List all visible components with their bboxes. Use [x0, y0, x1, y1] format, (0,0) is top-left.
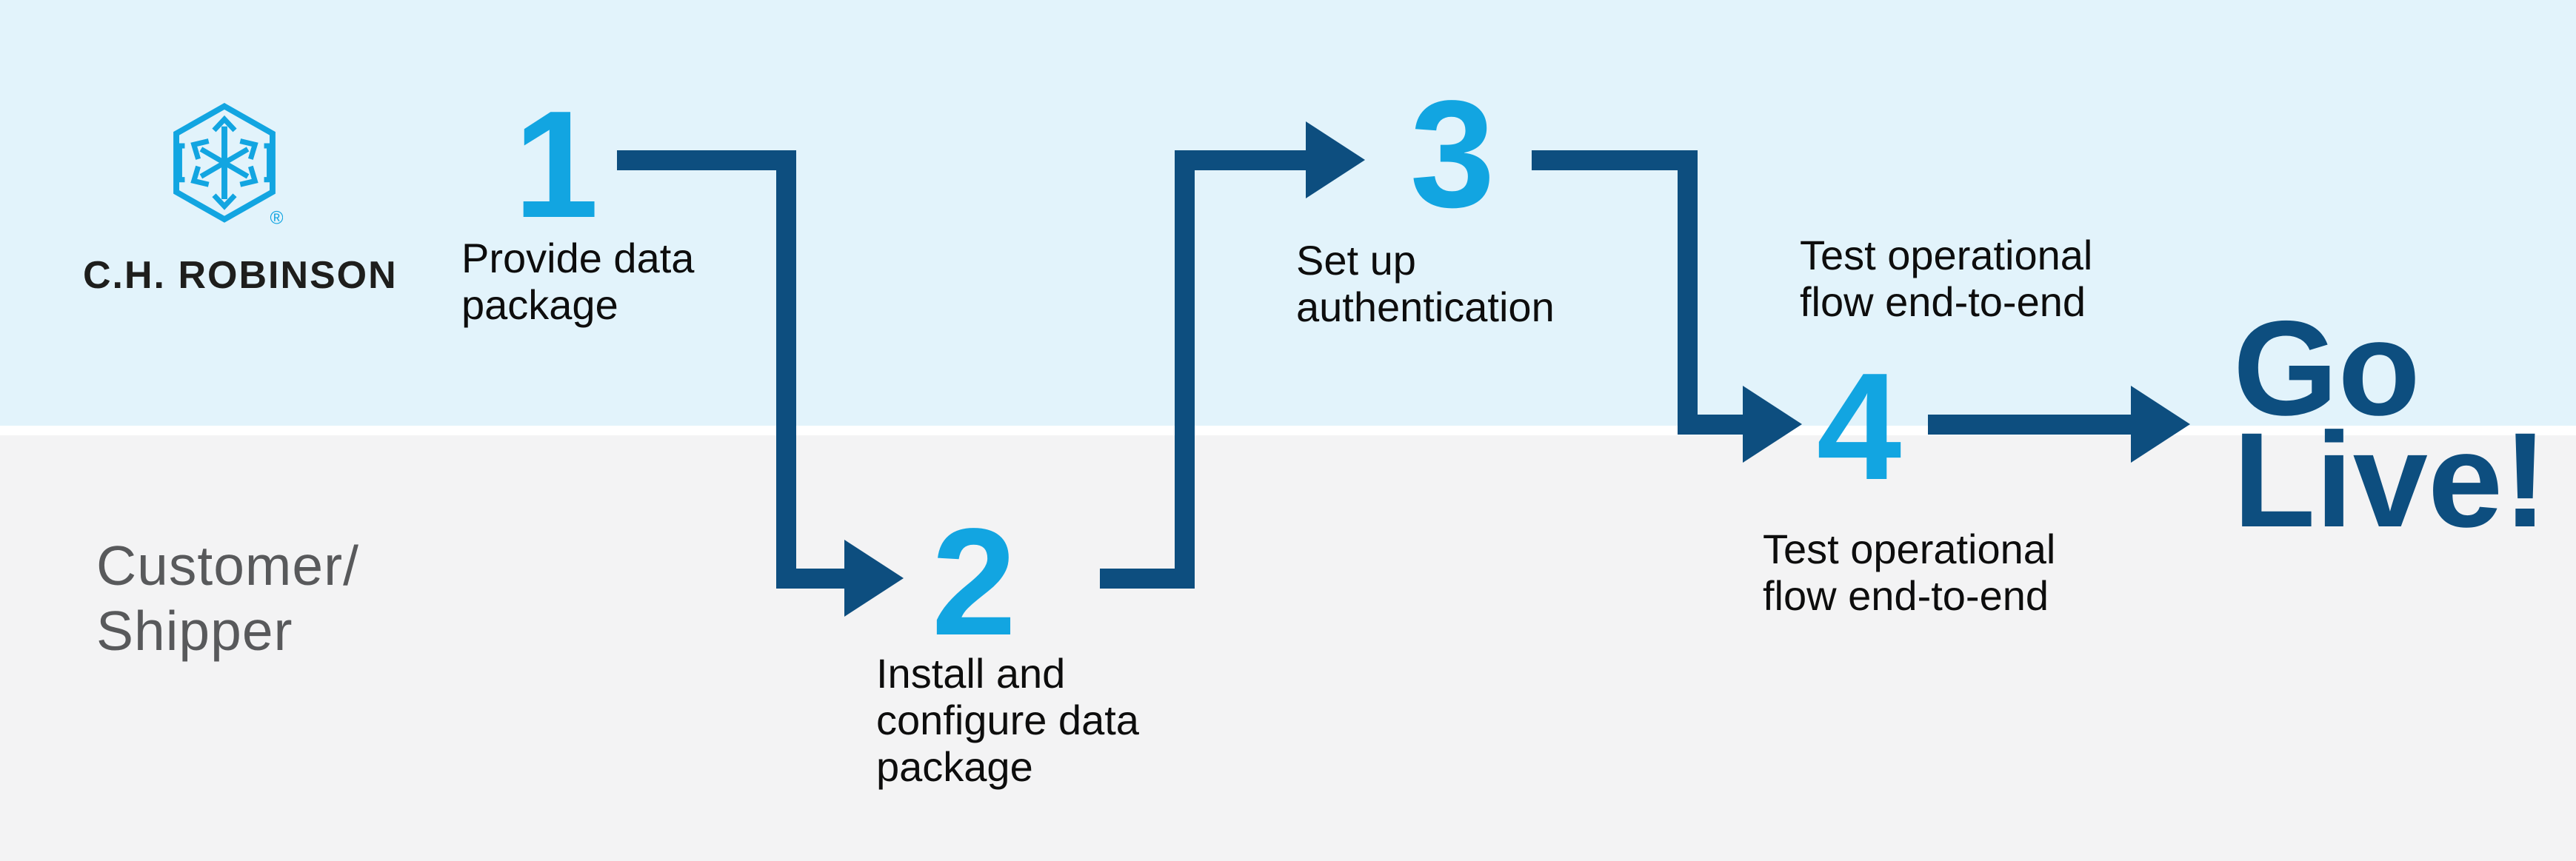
hexagon-arrows-icon: ® — [166, 102, 284, 228]
step-3-number: 3 — [1409, 69, 1495, 239]
flow-segment-3-out — [1532, 150, 1698, 170]
arrow-right-icon — [1306, 121, 1365, 198]
chrobinson-wordmark: C.H. ROBINSON — [83, 254, 398, 297]
step-1-label: Provide data package — [461, 235, 695, 328]
registered-trademark: ® — [270, 208, 283, 227]
flow-segment-2-up — [1175, 150, 1195, 589]
step-4-label-above: Test operational flow end-to-end — [1800, 232, 2093, 325]
customer-lane — [0, 435, 2576, 861]
flow-segment-3-down — [1678, 150, 1698, 435]
step-3-label: Set up authentication — [1296, 237, 1555, 330]
arrow-right-icon — [844, 540, 904, 617]
go-live-text: Go Live! — [2233, 292, 2548, 555]
flow-segment-2-in — [776, 569, 844, 589]
flow-segment-4-in — [1678, 415, 1743, 435]
step-2-label: Install and configure data package — [876, 650, 1139, 790]
step-1-number: 1 — [513, 79, 599, 249]
step-4-label-below: Test operational flow end-to-end — [1763, 526, 2056, 619]
customer-shipper-label: Customer/ Shipper — [96, 535, 359, 662]
arrow-right-icon — [1743, 386, 1802, 463]
flow-segment-1-out — [617, 150, 796, 170]
chrobinson-lane — [0, 0, 2576, 426]
flow-segment-4-out — [1928, 415, 2131, 435]
arrow-right-icon — [2131, 386, 2190, 463]
flow-segment-3-in — [1175, 150, 1306, 170]
step-4-number: 4 — [1816, 341, 1902, 512]
flow-segment-1-down — [776, 150, 796, 589]
step-2-number: 2 — [931, 497, 1017, 667]
